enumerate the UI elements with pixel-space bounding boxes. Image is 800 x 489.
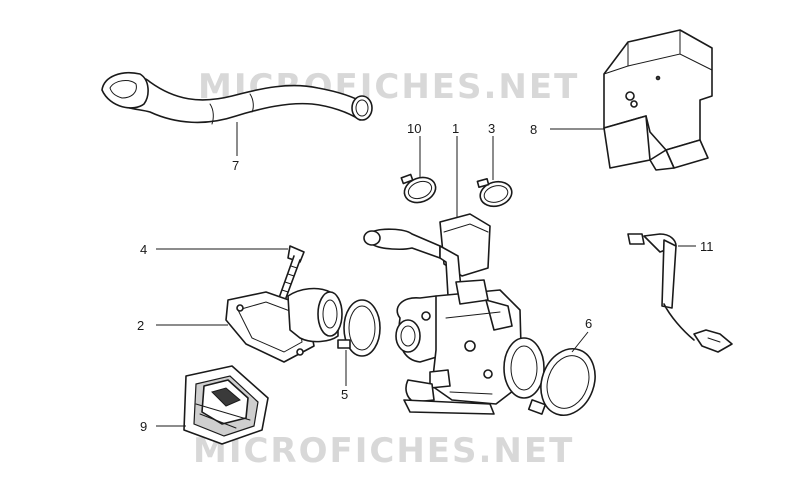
part-7-hose [101,72,373,125]
callout-7: 7 [232,158,239,173]
callout-1: 1 [452,121,459,136]
callout-8: 8 [530,122,537,137]
callout-9: 9 [140,419,147,434]
callout-5: 5 [341,387,348,402]
callout-3: 3 [488,121,495,136]
callout-4: 4 [140,242,147,257]
leader-6 [571,331,589,353]
part-5-clamp [337,299,381,357]
part-8-cover [603,29,713,171]
part-3-clamp [476,178,513,208]
leader-lines [156,122,696,427]
callout-6: 6 [585,316,592,331]
part-1-carburettor [363,213,545,415]
part-10-clamp [400,173,437,204]
part-11-spark-plug-cap [627,233,733,353]
part-2-manifold [225,287,343,363]
callout-11: 11 [700,239,714,254]
callout-10: 10 [407,121,421,136]
callout-2: 2 [137,318,144,333]
part-9-reed-valve [183,365,269,445]
watermark-bottom: MICROFICHES.NET [193,431,574,471]
callout-labels: 1 2 3 4 5 6 7 8 9 10 11 [137,121,714,434]
part-6-clamp [527,348,596,416]
